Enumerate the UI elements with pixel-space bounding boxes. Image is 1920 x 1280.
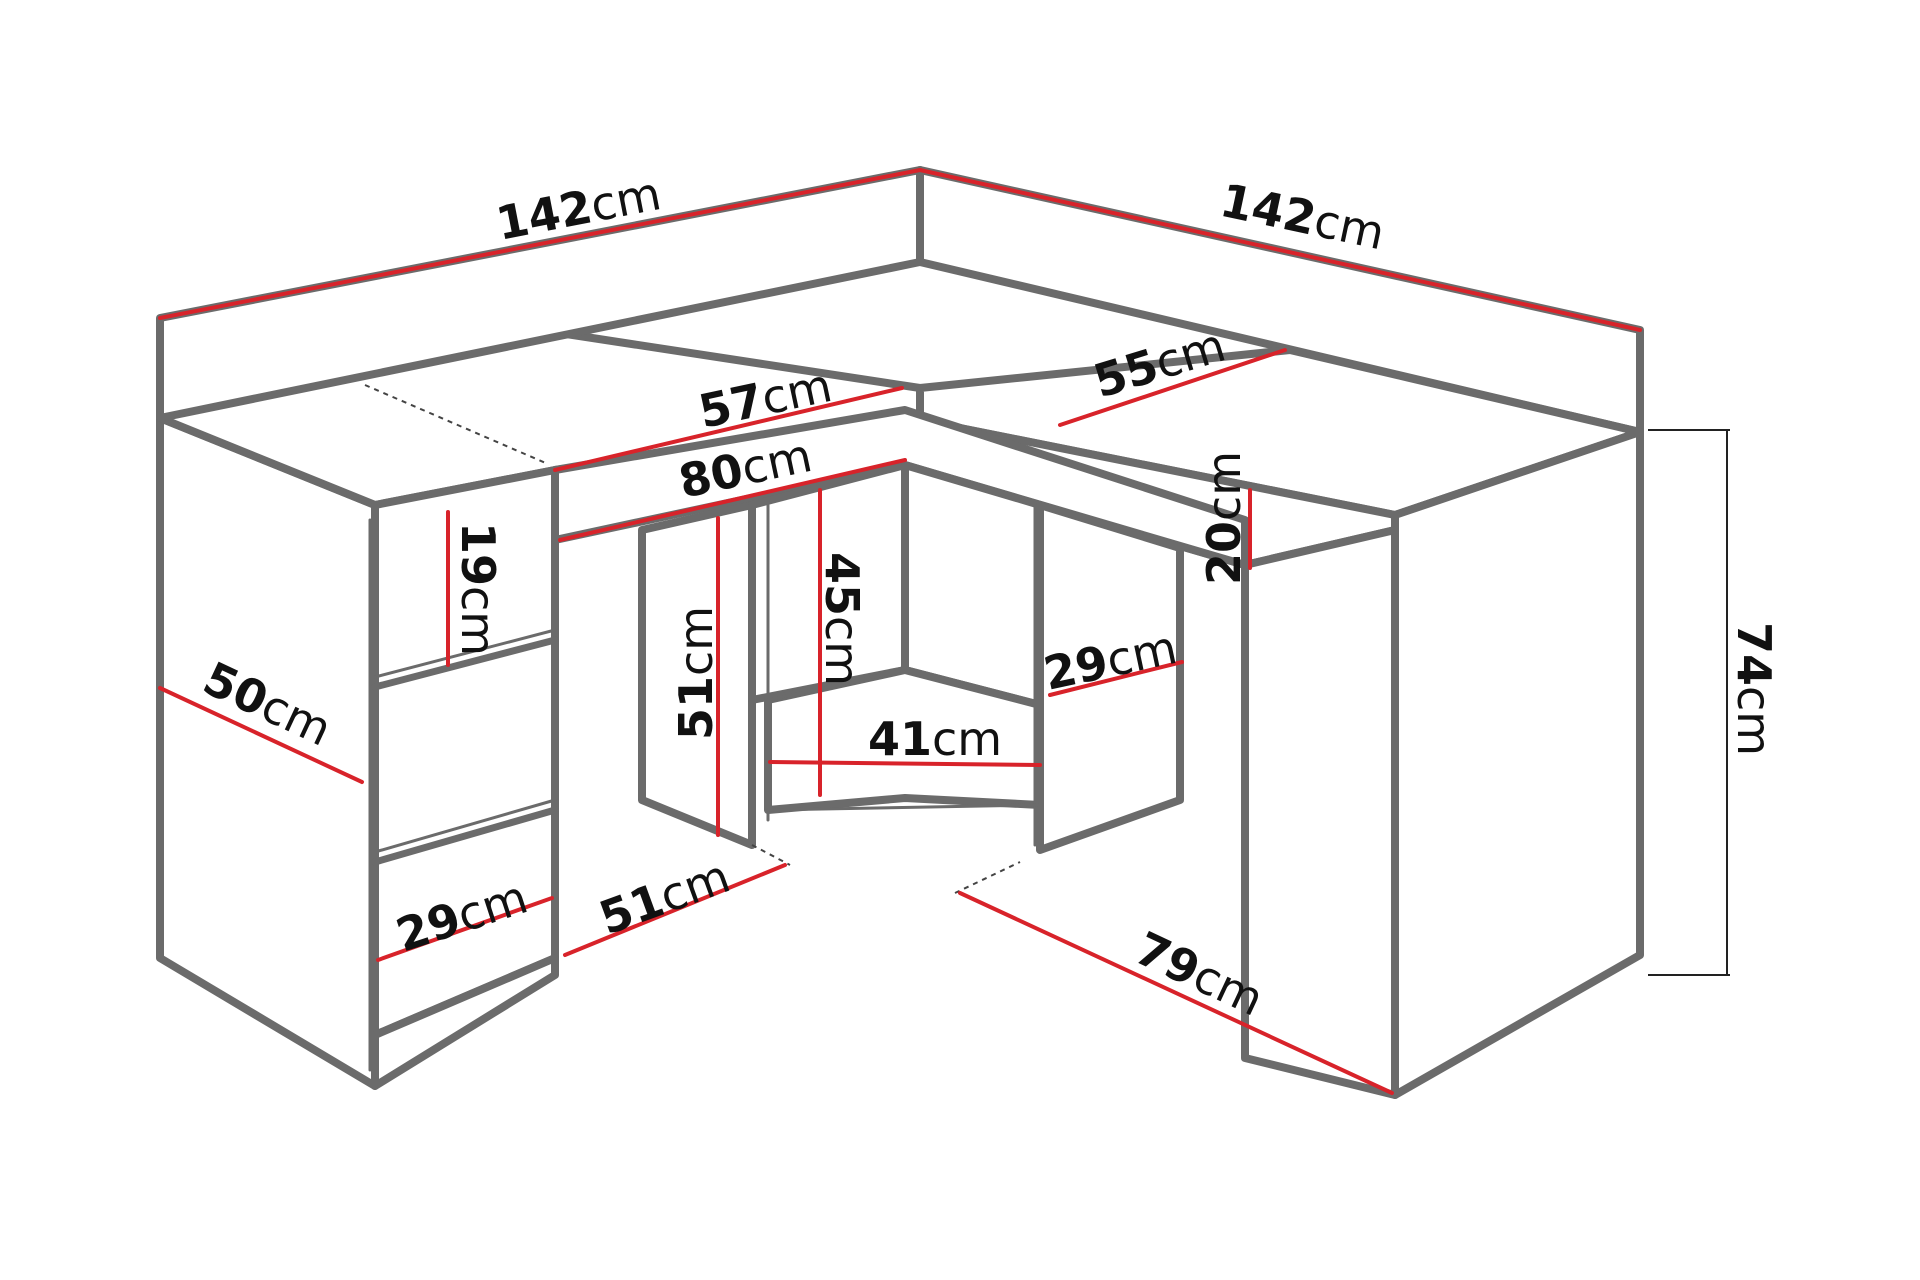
dim-line-29-right xyxy=(1048,660,1184,697)
label-19: 19cm xyxy=(451,522,505,656)
center-back-right xyxy=(901,461,1044,709)
dim-line-50 xyxy=(158,686,364,784)
right-side-panel xyxy=(1391,428,1644,1099)
center-apron xyxy=(551,406,1249,569)
dim-line-142-left xyxy=(158,168,922,320)
dim-line-51-bottom xyxy=(563,863,787,957)
label-80: 80cm xyxy=(674,428,816,509)
dim-line-41 xyxy=(768,760,1042,767)
dim-line-29-left xyxy=(376,896,554,962)
label-51-bottom: 51cm xyxy=(592,849,737,946)
center-bottom-hidden-edge xyxy=(751,844,791,866)
left-side-panel xyxy=(156,414,379,1090)
drawer-divider-2 xyxy=(371,806,559,866)
label-41: 41cm xyxy=(868,712,1002,766)
label-51-vertical: 51cm xyxy=(669,606,723,740)
center-shelf-back-edge xyxy=(766,668,907,702)
right-front-leg xyxy=(1241,526,1399,1099)
dim-line-80 xyxy=(558,458,907,542)
dim-line-57 xyxy=(553,386,904,472)
left-hidden-edge xyxy=(364,384,549,465)
label-57: 57cm xyxy=(694,358,836,439)
label-74: 74cm xyxy=(1727,622,1781,756)
dim-line-79 xyxy=(958,891,1394,1095)
drawer-divider-1 xyxy=(371,636,559,691)
right-hidden-edge xyxy=(954,861,1021,894)
center-shelf-front-edge xyxy=(766,803,1042,812)
center-right-door xyxy=(1036,501,1184,854)
drawer-edge-1 xyxy=(373,628,557,679)
left-plinth xyxy=(371,954,559,1090)
drawer-edge-2 xyxy=(373,798,557,854)
label-45: 45cm xyxy=(815,552,869,686)
dim-line-142-right xyxy=(918,168,1642,332)
label-20: 20cm xyxy=(1197,451,1251,585)
dim-line-55 xyxy=(1058,348,1287,427)
